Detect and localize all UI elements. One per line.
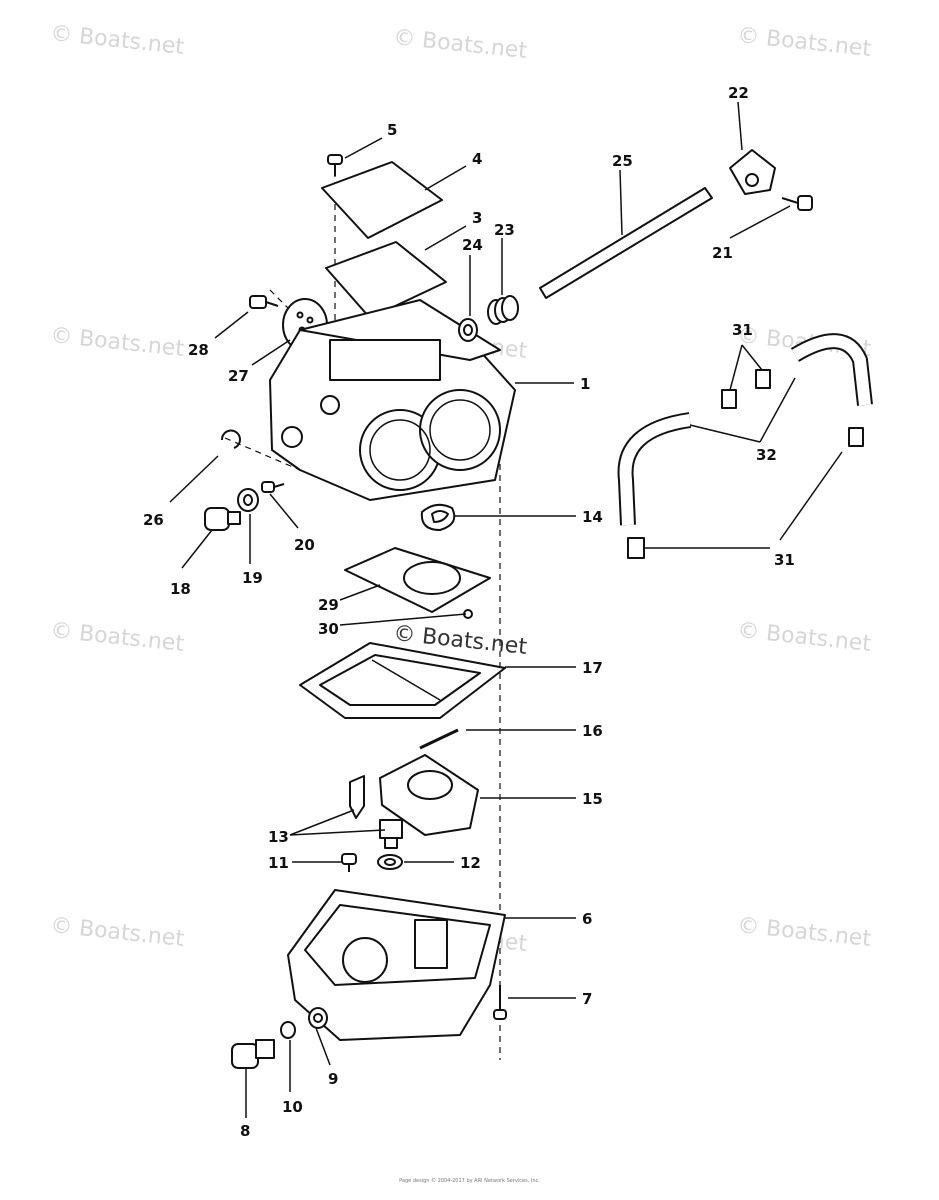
part-32-hose <box>617 333 873 526</box>
callout-14: 14 <box>582 508 603 526</box>
part-14-seal <box>420 503 456 531</box>
callout-12: 12 <box>460 854 481 872</box>
callout-8: 8 <box>240 1122 250 1140</box>
footer-copyright: Page design © 2004-2017 by ARI Network S… <box>399 1178 540 1184</box>
part-7-screw <box>493 985 507 1020</box>
callout-27: 27 <box>228 367 249 385</box>
callout-31-top: 31 <box>732 321 753 339</box>
callout-19: 19 <box>242 569 263 587</box>
callout-16: 16 <box>582 722 603 740</box>
callout-21: 21 <box>712 244 733 262</box>
part-17-gasket <box>299 642 506 719</box>
callout-23: 23 <box>494 221 515 239</box>
callout-32: 32 <box>756 446 777 464</box>
part-11-screw <box>341 853 357 872</box>
part-22-lever <box>729 149 776 195</box>
part-12-washer <box>377 854 403 870</box>
callout-20: 20 <box>294 536 315 554</box>
callout-30: 30 <box>318 620 339 638</box>
part-13-needle-valve <box>349 775 403 849</box>
part-16-pin <box>419 728 459 750</box>
callout-17: 17 <box>582 659 603 677</box>
callout-6: 6 <box>582 910 592 928</box>
part-26-clip <box>220 429 241 449</box>
part-9-washer <box>308 1007 328 1029</box>
callout-29: 29 <box>318 596 339 614</box>
part-3-gasket <box>325 241 447 319</box>
part-18-plug <box>204 507 241 531</box>
callout-5: 5 <box>387 121 397 139</box>
callout-3: 3 <box>472 209 482 227</box>
callout-11: 11 <box>268 854 289 872</box>
callout-25: 25 <box>612 152 633 170</box>
callout-24: 24 <box>462 236 483 254</box>
callout-15: 15 <box>582 790 603 808</box>
part-8-drain-plug <box>231 1039 275 1069</box>
callout-31-bottom: 31 <box>774 551 795 569</box>
part-24-washer <box>458 318 478 342</box>
callout-22: 22 <box>728 84 749 102</box>
part-15-float <box>379 754 479 836</box>
part-31-fitting <box>627 369 864 559</box>
leader-lines <box>169 101 843 1118</box>
part-19-washer <box>237 488 259 512</box>
part-5-screw <box>327 154 343 176</box>
callout-10: 10 <box>282 1098 303 1116</box>
part-23-spring <box>487 295 519 325</box>
part-6-float-bowl <box>287 889 506 1041</box>
callout-28: 28 <box>188 341 209 359</box>
part-25-shaft <box>539 187 713 299</box>
part-21-screw <box>781 195 813 211</box>
part-28-screw <box>249 295 279 309</box>
part-29-gasket <box>344 547 491 613</box>
part-10-washer <box>280 1021 296 1039</box>
callout-4: 4 <box>472 150 482 168</box>
part-1-carburetor-body <box>269 299 516 501</box>
callout-26: 26 <box>143 511 164 529</box>
part-20-screw <box>261 481 285 493</box>
callout-9: 9 <box>328 1070 338 1088</box>
callout-7: 7 <box>582 990 592 1008</box>
part-4-cover <box>321 161 443 239</box>
callout-1: 1 <box>580 375 590 393</box>
callout-18: 18 <box>170 580 191 598</box>
callout-13: 13 <box>268 828 289 846</box>
